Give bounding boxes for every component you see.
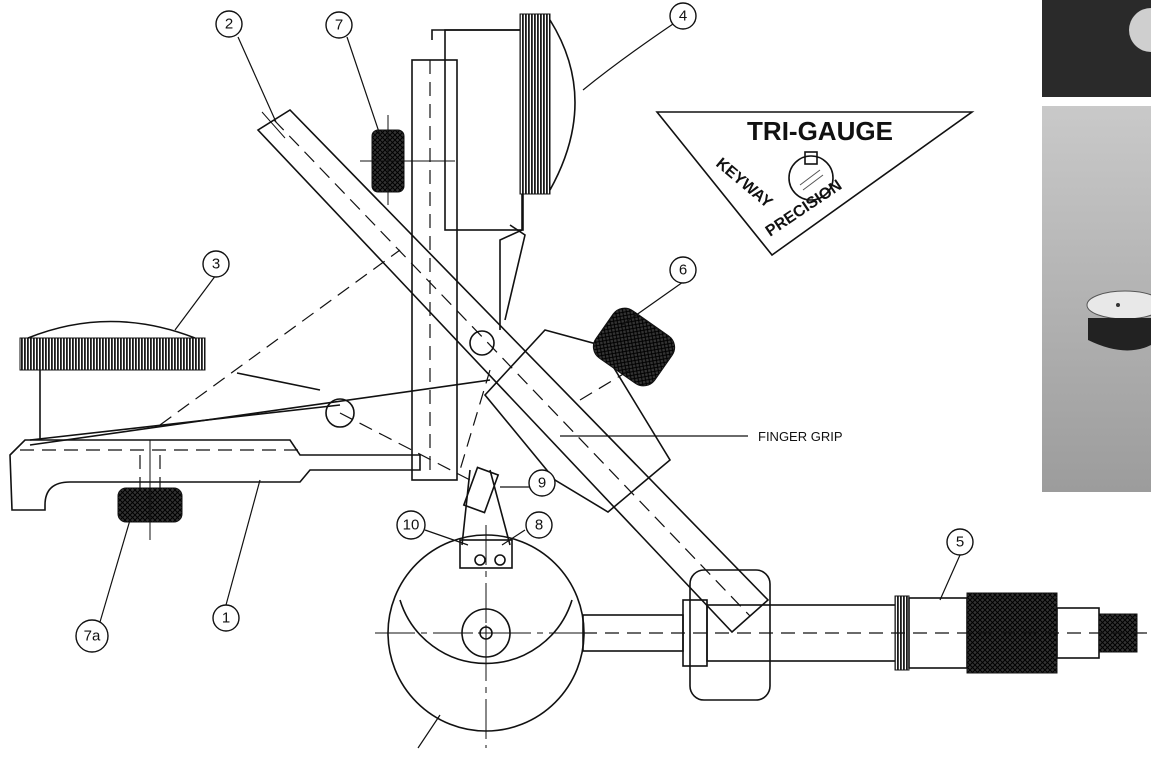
knob-7a xyxy=(117,440,183,540)
callout-circle xyxy=(212,604,240,632)
callout-7: 7 xyxy=(325,11,353,39)
logo-right-word: PRECISION xyxy=(763,177,845,240)
callout-circle xyxy=(946,528,974,556)
callout-circle xyxy=(75,619,109,653)
callout-1: 1 xyxy=(212,604,240,632)
callout-label: 2 xyxy=(225,16,233,33)
callout-6: 6 xyxy=(669,256,697,284)
callout-2: 2 xyxy=(215,10,243,38)
callout-circle xyxy=(325,11,353,39)
callout-label: 3 xyxy=(212,256,220,273)
finger-grip-annotation: FINGER GRIP xyxy=(560,429,843,444)
callout-label: 9 xyxy=(538,475,546,492)
knob-3 xyxy=(19,320,206,440)
callout-layer: 1 2 3 4 5 6 7 7a 8 9 10 xyxy=(75,2,974,653)
callout-4: 4 xyxy=(669,2,697,30)
callout-5: 5 xyxy=(946,528,974,556)
logo-title: TRI-GAUGE xyxy=(747,116,893,146)
callout-label: 6 xyxy=(679,262,687,279)
callout-circle xyxy=(669,2,697,30)
callout-7a: 7a xyxy=(75,619,109,653)
micrometer-head xyxy=(582,592,1151,674)
callout-circle xyxy=(525,511,553,539)
knob-7 xyxy=(360,115,455,205)
finger-grip-label: FINGER GRIP xyxy=(758,429,843,444)
lever-arm xyxy=(9,372,491,511)
photo-gauge-thumbnail xyxy=(1042,106,1151,492)
photo-top-thumbnail xyxy=(1042,0,1151,97)
internal-links xyxy=(159,249,511,566)
callout-circle xyxy=(202,250,230,278)
callout-circle xyxy=(396,510,426,540)
callout-label: 10 xyxy=(403,517,420,534)
callout-label: 5 xyxy=(956,534,964,551)
callout-10: 10 xyxy=(396,510,426,540)
callout-circle xyxy=(215,10,243,38)
callout-label: 8 xyxy=(535,517,543,534)
callout-circle xyxy=(669,256,697,284)
callout-9: 9 xyxy=(528,469,556,497)
callout-label: 1 xyxy=(222,610,230,627)
logo-left-word: KEYWAY xyxy=(712,155,775,212)
callout-3: 3 xyxy=(202,250,230,278)
callout-leaders xyxy=(99,23,961,749)
callout-label: 4 xyxy=(679,8,687,25)
callout-label: 7 xyxy=(335,17,343,34)
tri-gauge-logo: TRI-GAUGE KEYWAY PRECISION xyxy=(655,111,975,257)
diagonal-arm xyxy=(256,108,771,701)
callout-8: 8 xyxy=(525,511,553,539)
callout-circle xyxy=(528,469,556,497)
callout-label: 7a xyxy=(84,628,101,645)
dial-indicator xyxy=(411,13,576,481)
